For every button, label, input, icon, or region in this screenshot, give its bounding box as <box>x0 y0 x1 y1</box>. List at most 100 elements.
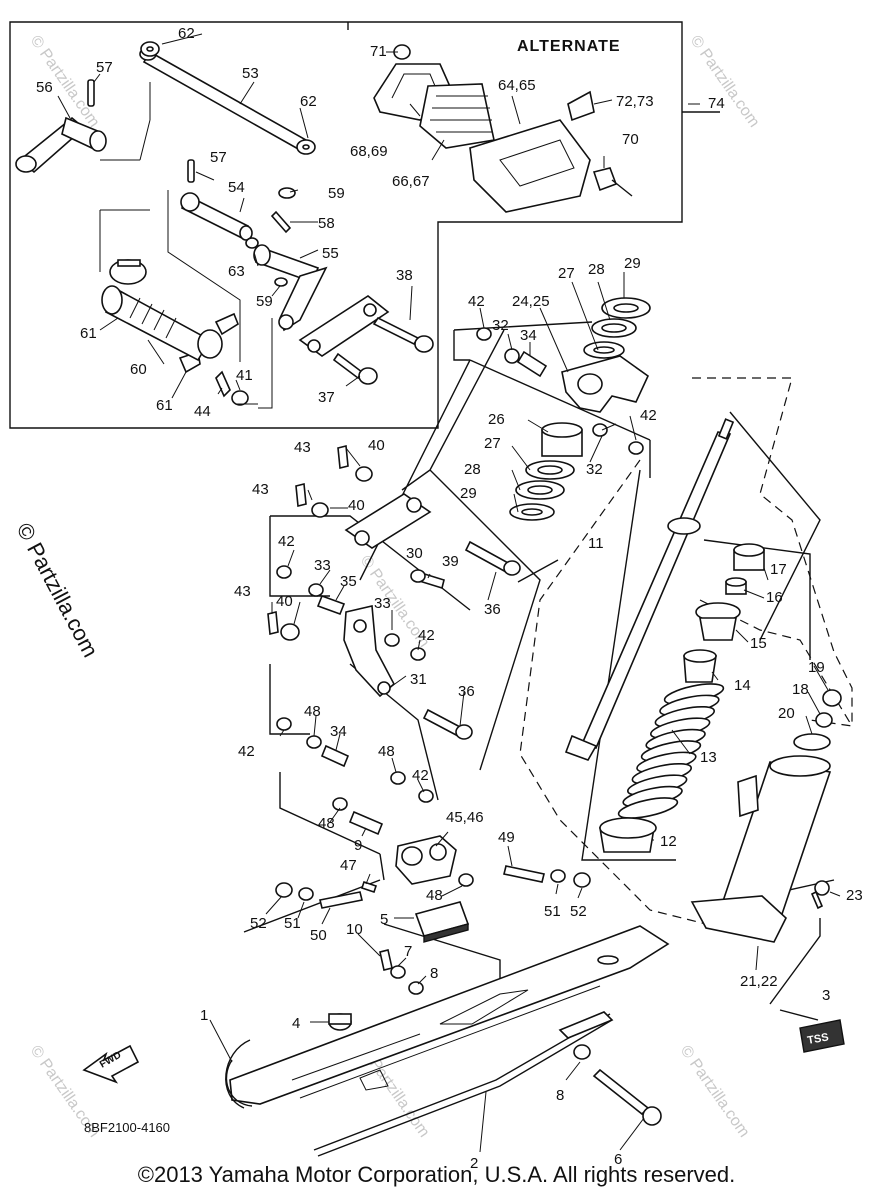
part-53-shaft <box>139 47 308 152</box>
label-7: 7 <box>404 943 412 960</box>
label-17: 17 <box>770 561 787 578</box>
label-59: 59 <box>256 293 273 310</box>
label-6: 6 <box>614 1151 622 1168</box>
label-60: 60 <box>130 361 147 378</box>
label-64-65: 64,65 <box>498 77 536 94</box>
label-32: 32 <box>586 461 603 478</box>
part-66-67-boot <box>419 83 495 149</box>
inset-frame <box>9 21 683 429</box>
part-57-pin <box>87 79 95 107</box>
label-9: 9 <box>354 837 362 854</box>
label-52: 52 <box>570 903 587 920</box>
label-35: 35 <box>340 573 357 590</box>
label-40: 40 <box>348 497 365 514</box>
label-53: 53 <box>242 65 259 82</box>
part-49-bolt <box>503 865 545 883</box>
part-8-washer <box>573 1044 591 1060</box>
spring-coil <box>617 797 679 819</box>
part-43-pin <box>337 444 349 470</box>
part-58-pin <box>270 210 292 234</box>
alternate-label: ALTERNATE <box>517 38 621 55</box>
label-42: 42 <box>238 743 255 760</box>
fwd-arrow-icon: FWD <box>82 1044 140 1084</box>
label-24-25: 24,25 <box>512 293 550 310</box>
part-27-28-29-washers-top <box>583 297 651 359</box>
label-36: 36 <box>484 601 501 618</box>
part-labels: 62 57 56 53 62 71 64,65 72,73 74 70 68,6… <box>36 25 863 1172</box>
label-8: 8 <box>556 1087 564 1104</box>
part-20-washer <box>793 733 831 751</box>
copyright-notice: ©2013 Yamaha Motor Corporation, U.S.A. A… <box>137 1162 736 1187</box>
part-42-washer <box>276 717 292 731</box>
part-42-washer <box>628 441 644 455</box>
label-43: 43 <box>294 439 311 456</box>
guide-lines <box>99 82 273 409</box>
tss-label-text: TSS <box>806 1031 829 1047</box>
label-27: 27 <box>484 435 501 452</box>
label-71: 71 <box>370 43 387 60</box>
part-6-bolt <box>592 1068 662 1126</box>
part-64-65-cover <box>469 119 591 213</box>
main-guide-frame <box>243 321 651 1000</box>
part-48-bushing <box>390 771 406 785</box>
part-48-bushing <box>306 735 322 749</box>
part-17-spacer <box>733 543 765 571</box>
label-68-69: 68,69 <box>350 143 388 160</box>
label-13: 13 <box>700 749 717 766</box>
label-43: 43 <box>234 583 251 600</box>
label-33: 33 <box>314 557 331 574</box>
part-21-22-shock-body <box>690 755 832 943</box>
label-52: 52 <box>250 915 267 932</box>
part-42-washer <box>476 327 492 341</box>
part-51-washer <box>550 869 566 883</box>
part-38-bolt <box>372 316 434 353</box>
part-14-bump-stop <box>683 649 717 683</box>
part-55-arm <box>253 244 328 332</box>
part-5-block <box>414 901 470 943</box>
label-44: 44 <box>194 403 211 420</box>
label-33: 33 <box>374 595 391 612</box>
part-44-pin <box>215 370 231 398</box>
part-42-washer <box>418 789 434 803</box>
part-62-washer-hole <box>146 46 154 52</box>
label-2: 2 <box>470 1155 478 1172</box>
label-57: 57 <box>96 59 113 76</box>
part-33-bushing <box>384 633 400 647</box>
label-43: 43 <box>252 481 269 498</box>
label-28: 28 <box>464 461 481 478</box>
label-48: 48 <box>426 887 443 904</box>
part-34-pin <box>320 744 350 768</box>
part-23-bolt <box>810 880 830 910</box>
label-14: 14 <box>734 677 751 694</box>
part-52-nut <box>573 872 591 888</box>
label-56: 56 <box>36 79 53 96</box>
part-54-shaft <box>180 192 253 241</box>
watermark-tile: © Partzilla.com <box>677 1043 753 1141</box>
part-31-bracket <box>343 605 396 698</box>
label-37: 37 <box>318 389 335 406</box>
watermark-tile: © Partzilla.com <box>687 33 763 131</box>
label-4: 4 <box>292 1015 300 1032</box>
label-45-46: 45,46 <box>446 809 484 826</box>
part-16-bushing <box>725 577 747 595</box>
part-1-ski <box>225 925 670 1109</box>
label-55: 55 <box>322 245 339 262</box>
part-3-tss-label: TSS <box>799 1019 845 1053</box>
part-51-washer <box>298 887 314 901</box>
label-48: 48 <box>304 703 321 720</box>
part-24-25-bracket <box>561 355 650 413</box>
part-72-73-clip <box>567 90 595 122</box>
part-56-arm <box>15 116 107 174</box>
label-34: 34 <box>330 723 347 740</box>
label-62: 62 <box>300 93 317 110</box>
label-3: 3 <box>822 987 830 1004</box>
part-40-nut <box>280 623 300 641</box>
part-34-pin <box>516 350 548 378</box>
part-40-nut <box>355 466 373 482</box>
label-50: 50 <box>310 927 327 944</box>
label-40: 40 <box>276 593 293 610</box>
part-10-pin <box>379 949 393 971</box>
label-62: 62 <box>178 25 195 42</box>
label-42: 42 <box>278 533 295 550</box>
